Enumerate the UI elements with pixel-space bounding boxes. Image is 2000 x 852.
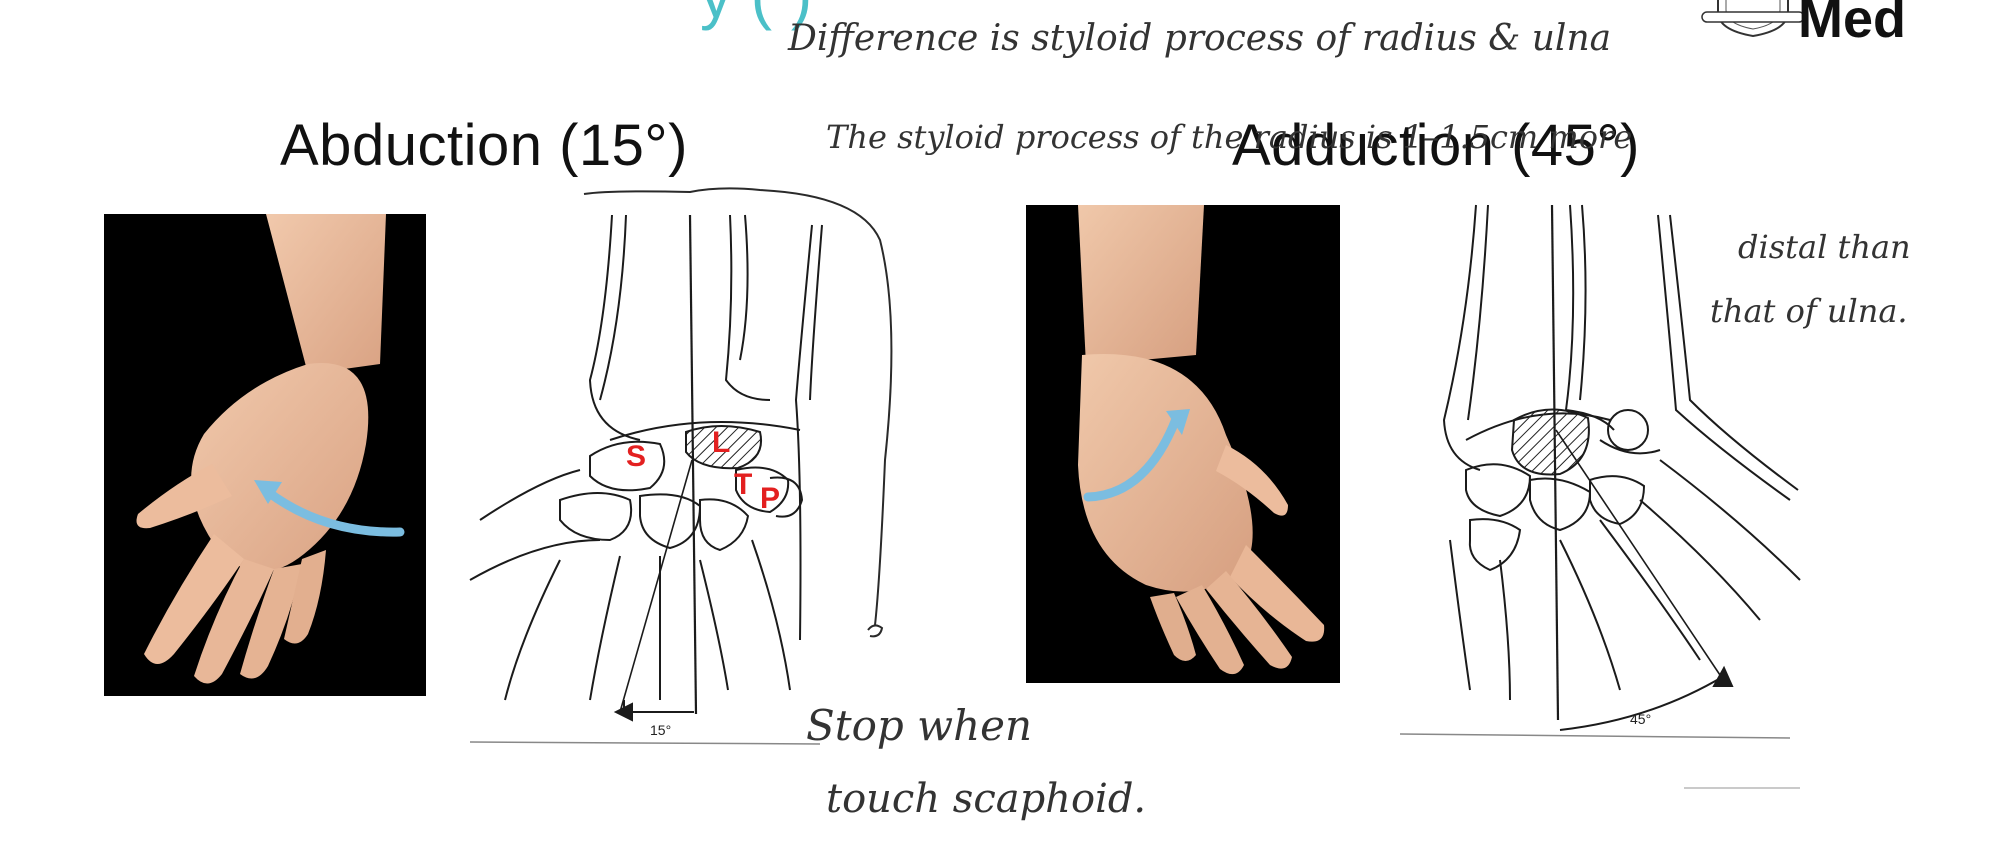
handwriting-line1: Difference is styloid process of radius … xyxy=(787,18,1611,59)
handwriting-line3: distal than xyxy=(1738,228,1911,266)
label-lunate: L xyxy=(712,426,730,459)
adduction-title: Adduction (45°) xyxy=(1232,113,1640,178)
handwriting-note2: touch scaphoid. xyxy=(826,776,1146,822)
adduction-angle-label: 45° xyxy=(1630,711,1651,727)
abduction-wrist-diagram xyxy=(469,214,823,745)
handwriting-line4: that of ulna. xyxy=(1710,292,1908,330)
logo-text: Med xyxy=(1798,0,1906,49)
handwriting-line2: The styloid process of the radius is 1–1… xyxy=(826,118,1632,156)
label-scaphoid: S xyxy=(626,440,646,473)
abduction-hand-photo xyxy=(104,214,426,696)
label-triquetrum: T xyxy=(734,468,752,501)
abduction-title: Abduction (15°) xyxy=(280,113,688,178)
label-pisiform: P xyxy=(760,482,780,515)
handwriting-note1: Stop when xyxy=(806,701,1032,750)
cut-off-heading: y ( ) xyxy=(700,0,813,32)
abduction-angle-label: 15° xyxy=(650,722,671,738)
adduction-hand-photo xyxy=(1026,205,1340,683)
adduction-wrist-diagram xyxy=(1399,204,1801,789)
handwriting-strokes xyxy=(583,187,893,638)
